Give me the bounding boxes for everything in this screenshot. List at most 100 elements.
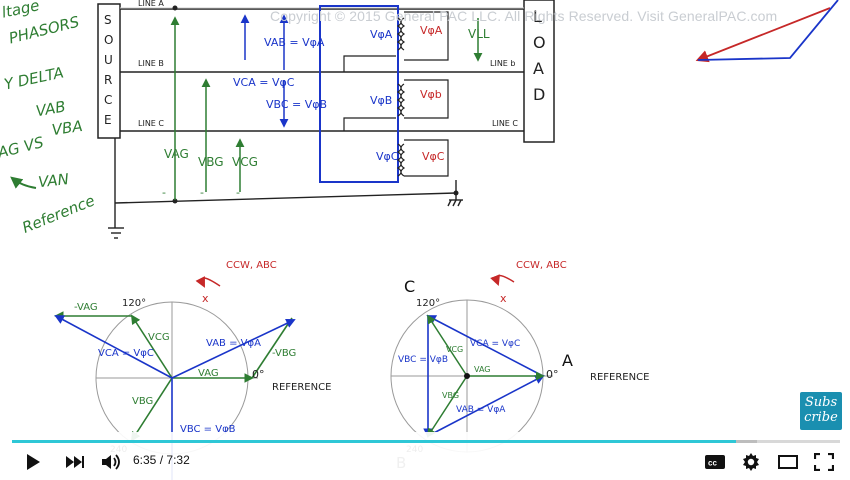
svg-text:VCG: VCG	[148, 332, 170, 343]
svg-text:VφC: VφC	[376, 150, 399, 163]
note-ag-vs: AG VS	[0, 133, 46, 162]
svg-text:A: A	[562, 351, 573, 370]
svg-text:-VAG: -VAG	[74, 302, 98, 313]
next-icon	[66, 456, 84, 468]
svg-text:VφC: VφC	[422, 150, 445, 163]
svg-text:VφA: VφA	[370, 28, 393, 41]
svg-text:REFERENCE: REFERENCE	[272, 382, 331, 393]
note-y-delta: Y DELTA	[2, 63, 65, 93]
svg-text:x: x	[202, 292, 209, 305]
note-vba: VBA	[51, 117, 84, 139]
svg-text:VLL: VLL	[468, 27, 490, 41]
svg-text:LINE C: LINE C	[492, 119, 518, 128]
svg-text:120°: 120°	[416, 298, 440, 309]
note-reference: Reference	[20, 191, 98, 236]
delta-winding	[319, 5, 399, 183]
line-voltage-labels: VAB = VφA VCA = VφC VBC = VφB	[233, 36, 327, 111]
svg-text:VBC = VφB: VBC = VφB	[398, 355, 448, 365]
svg-text:-: -	[236, 186, 240, 199]
fullscreen-button[interactable]	[812, 450, 836, 474]
source-phase-labels: VAG VBG VCG VLL - - -	[162, 27, 490, 199]
note-voltage: ltage	[0, 0, 41, 22]
svg-text:VCA = VφC: VCA = VφC	[233, 76, 295, 89]
note-van: VAN	[37, 170, 69, 191]
svg-text:VBG: VBG	[132, 396, 153, 407]
svg-text:Vφb: Vφb	[420, 88, 442, 101]
svg-text:VCA = VφC: VCA = VφC	[98, 348, 154, 359]
coil-labels: VφA VφB VφC	[370, 28, 399, 163]
svg-text:VCA = VφC: VCA = VφC	[470, 339, 520, 349]
time-separator: /	[159, 453, 164, 467]
three-phase-lines	[114, 8, 524, 228]
svg-text:-: -	[200, 186, 204, 199]
svg-text:C: C	[404, 277, 415, 296]
svg-text:0°: 0°	[252, 368, 265, 381]
duration: 7:32	[166, 453, 190, 467]
svg-text:VAB = VφA: VAB = VφA	[264, 36, 325, 49]
play-button[interactable]	[22, 450, 44, 474]
svg-text:cc: cc	[708, 459, 717, 468]
gear-icon	[743, 453, 759, 471]
svg-text:LINE A: LINE A	[138, 0, 164, 8]
load-phase-labels: VφA Vφb VφC	[420, 24, 445, 163]
svg-text:VCG: VCG	[446, 345, 463, 354]
left-notes: ltage PHASORS Y DELTA VAB AG VS VBA VAN …	[0, 0, 97, 237]
rotation-label-1: CCW, ABC	[226, 260, 277, 271]
svg-text:VAB = VφA: VAB = VφA	[206, 338, 261, 349]
svg-text:VBC = VφB: VBC = VφB	[180, 424, 236, 435]
svg-text:LINE C: LINE C	[138, 119, 164, 128]
theater-mode-button[interactable]	[776, 450, 800, 474]
svg-text:x: x	[500, 292, 507, 305]
volume-icon	[102, 454, 120, 470]
svg-text:VBC = VφB: VBC = VφB	[266, 98, 327, 111]
corner-phasor	[695, 0, 839, 63]
transformer-coils	[396, 17, 406, 177]
svg-text:VφA: VφA	[420, 24, 443, 37]
line-labels: LINE A LINE B LINE C LINE b LINE C	[138, 0, 518, 128]
ground-symbols	[108, 199, 463, 239]
svg-text:0°: 0°	[546, 368, 559, 381]
svg-text:VBG: VBG	[442, 391, 459, 400]
copyright-watermark: Copyright © 2015 General PAC LLC. All Ri…	[270, 8, 778, 24]
progress-bar[interactable]	[12, 440, 840, 443]
progress-played	[12, 440, 736, 443]
settings-button[interactable]	[739, 450, 763, 474]
rotation-label-2: CCW, ABC	[516, 260, 567, 271]
delta-connectors	[343, 11, 449, 177]
svg-text:VφB: VφB	[370, 94, 392, 107]
subscribe-button[interactable]: Subs cribe	[800, 392, 842, 430]
svg-text:120°: 120°	[122, 298, 146, 309]
source-voltage-arrows	[170, 16, 483, 200]
subscribe-label: Subs cribe	[804, 395, 838, 425]
svg-text:-VBG: -VBG	[272, 348, 296, 359]
svg-text:-: -	[162, 186, 166, 199]
time-display: 6:35 / 7:32	[133, 453, 190, 467]
fullscreen-icon	[814, 453, 834, 471]
svg-text:LINE b: LINE b	[490, 59, 515, 68]
progress-buffered	[735, 440, 758, 443]
captions-icon: cc	[705, 455, 725, 469]
play-icon	[27, 454, 40, 470]
line-voltage-arrows	[240, 14, 289, 128]
phasor-diagram-right: x CCW, ABC C A B 120° 0° 240 REFERENCE V…	[390, 260, 649, 472]
svg-text:VAG: VAG	[198, 368, 219, 379]
svg-text:VAG: VAG	[164, 147, 189, 161]
svg-text:VBG: VBG	[198, 155, 224, 169]
current-time: 6:35	[133, 453, 157, 467]
captions-button[interactable]: cc	[704, 450, 726, 474]
next-button[interactable]	[62, 450, 88, 474]
svg-text:REFERENCE: REFERENCE	[590, 372, 649, 383]
note-arrow	[10, 176, 37, 189]
svg-text:VCG: VCG	[232, 155, 258, 169]
svg-text:VAG: VAG	[474, 365, 491, 374]
svg-text:LINE B: LINE B	[138, 59, 164, 68]
note-vab: VAB	[34, 97, 66, 120]
volume-button[interactable]	[100, 450, 124, 474]
theater-icon	[778, 455, 798, 469]
